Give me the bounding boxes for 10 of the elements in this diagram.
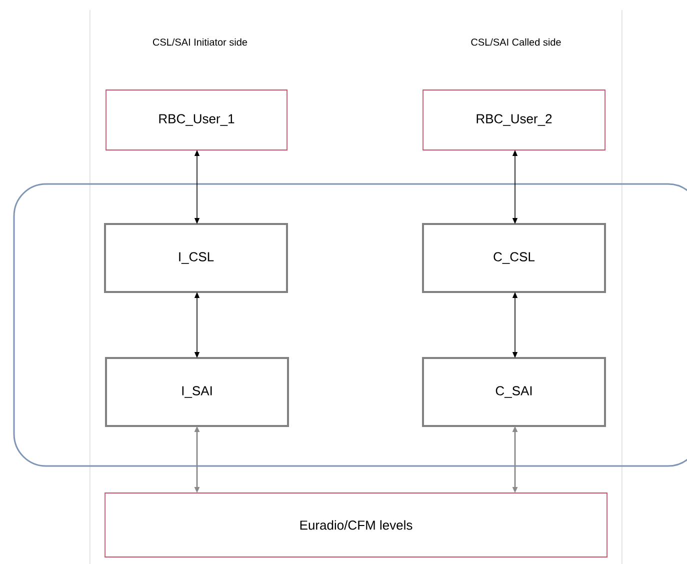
- layer-box: I_CSL: [104, 223, 288, 293]
- component-box: RBC_User_2: [422, 90, 606, 150]
- side-heading: CSL/SAI Initiator side: [153, 38, 248, 46]
- group-outline: [13, 183, 687, 467]
- layer-box: C_SAI: [422, 357, 606, 427]
- side-heading: CSL/SAI Called side: [471, 38, 561, 46]
- layer-box: C_CSL: [422, 223, 606, 293]
- component-box: Euradio/CFM levels: [104, 492, 608, 558]
- layer-box: I_SAI: [105, 357, 289, 427]
- component-box: RBC_User_1: [106, 90, 288, 150]
